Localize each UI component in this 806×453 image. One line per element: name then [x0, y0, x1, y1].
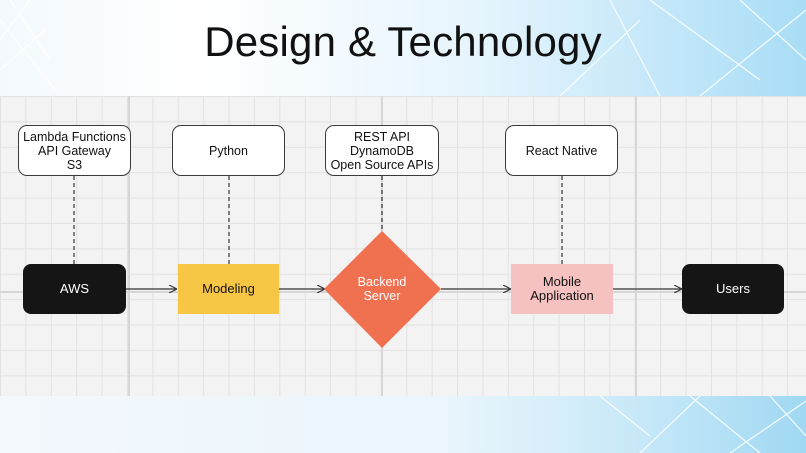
grid-major-line	[128, 96, 130, 396]
tech-item: Python	[209, 143, 248, 158]
tech-item: REST API	[353, 129, 411, 144]
node-label: Mobile	[542, 274, 582, 289]
tech-item: Open Source APIs	[330, 157, 434, 172]
tech-item: DynamoDB	[350, 143, 414, 158]
tech-box-mobile: React Native	[505, 125, 618, 176]
slide-title: Design & Technology	[204, 18, 602, 65]
tech-box-modeling: Python	[172, 125, 285, 176]
node-backend: Backend Server	[332, 266, 432, 312]
node-aws: AWS	[23, 264, 126, 314]
tech-box-backend: REST API DynamoDB Open Source APIs	[325, 125, 439, 176]
tech-item: S3	[66, 157, 83, 172]
tech-item: Lambda Functions	[23, 129, 126, 144]
node-label: AWS	[59, 281, 90, 296]
tech-item: API Gateway	[38, 143, 111, 158]
tech-item: React Native	[525, 143, 598, 158]
node-mobile: Mobile Application	[511, 264, 613, 314]
header-band: Design & Technology	[0, 0, 806, 96]
node-modeling: Modeling	[178, 264, 279, 314]
backend-diamond-shape	[324, 231, 441, 348]
node-label: Application	[530, 288, 594, 303]
grid-major-line	[635, 96, 637, 396]
node-label: Modeling	[202, 281, 255, 296]
node-label: Backend	[357, 275, 407, 289]
tech-box-aws: Lambda Functions API Gateway S3	[18, 125, 131, 176]
node-label: Users	[716, 281, 750, 296]
node-label: Server	[363, 289, 401, 303]
footer-decoration	[599, 396, 806, 453]
node-users: Users	[682, 264, 784, 314]
footer-band	[0, 396, 806, 453]
header-decoration	[0, 0, 806, 96]
